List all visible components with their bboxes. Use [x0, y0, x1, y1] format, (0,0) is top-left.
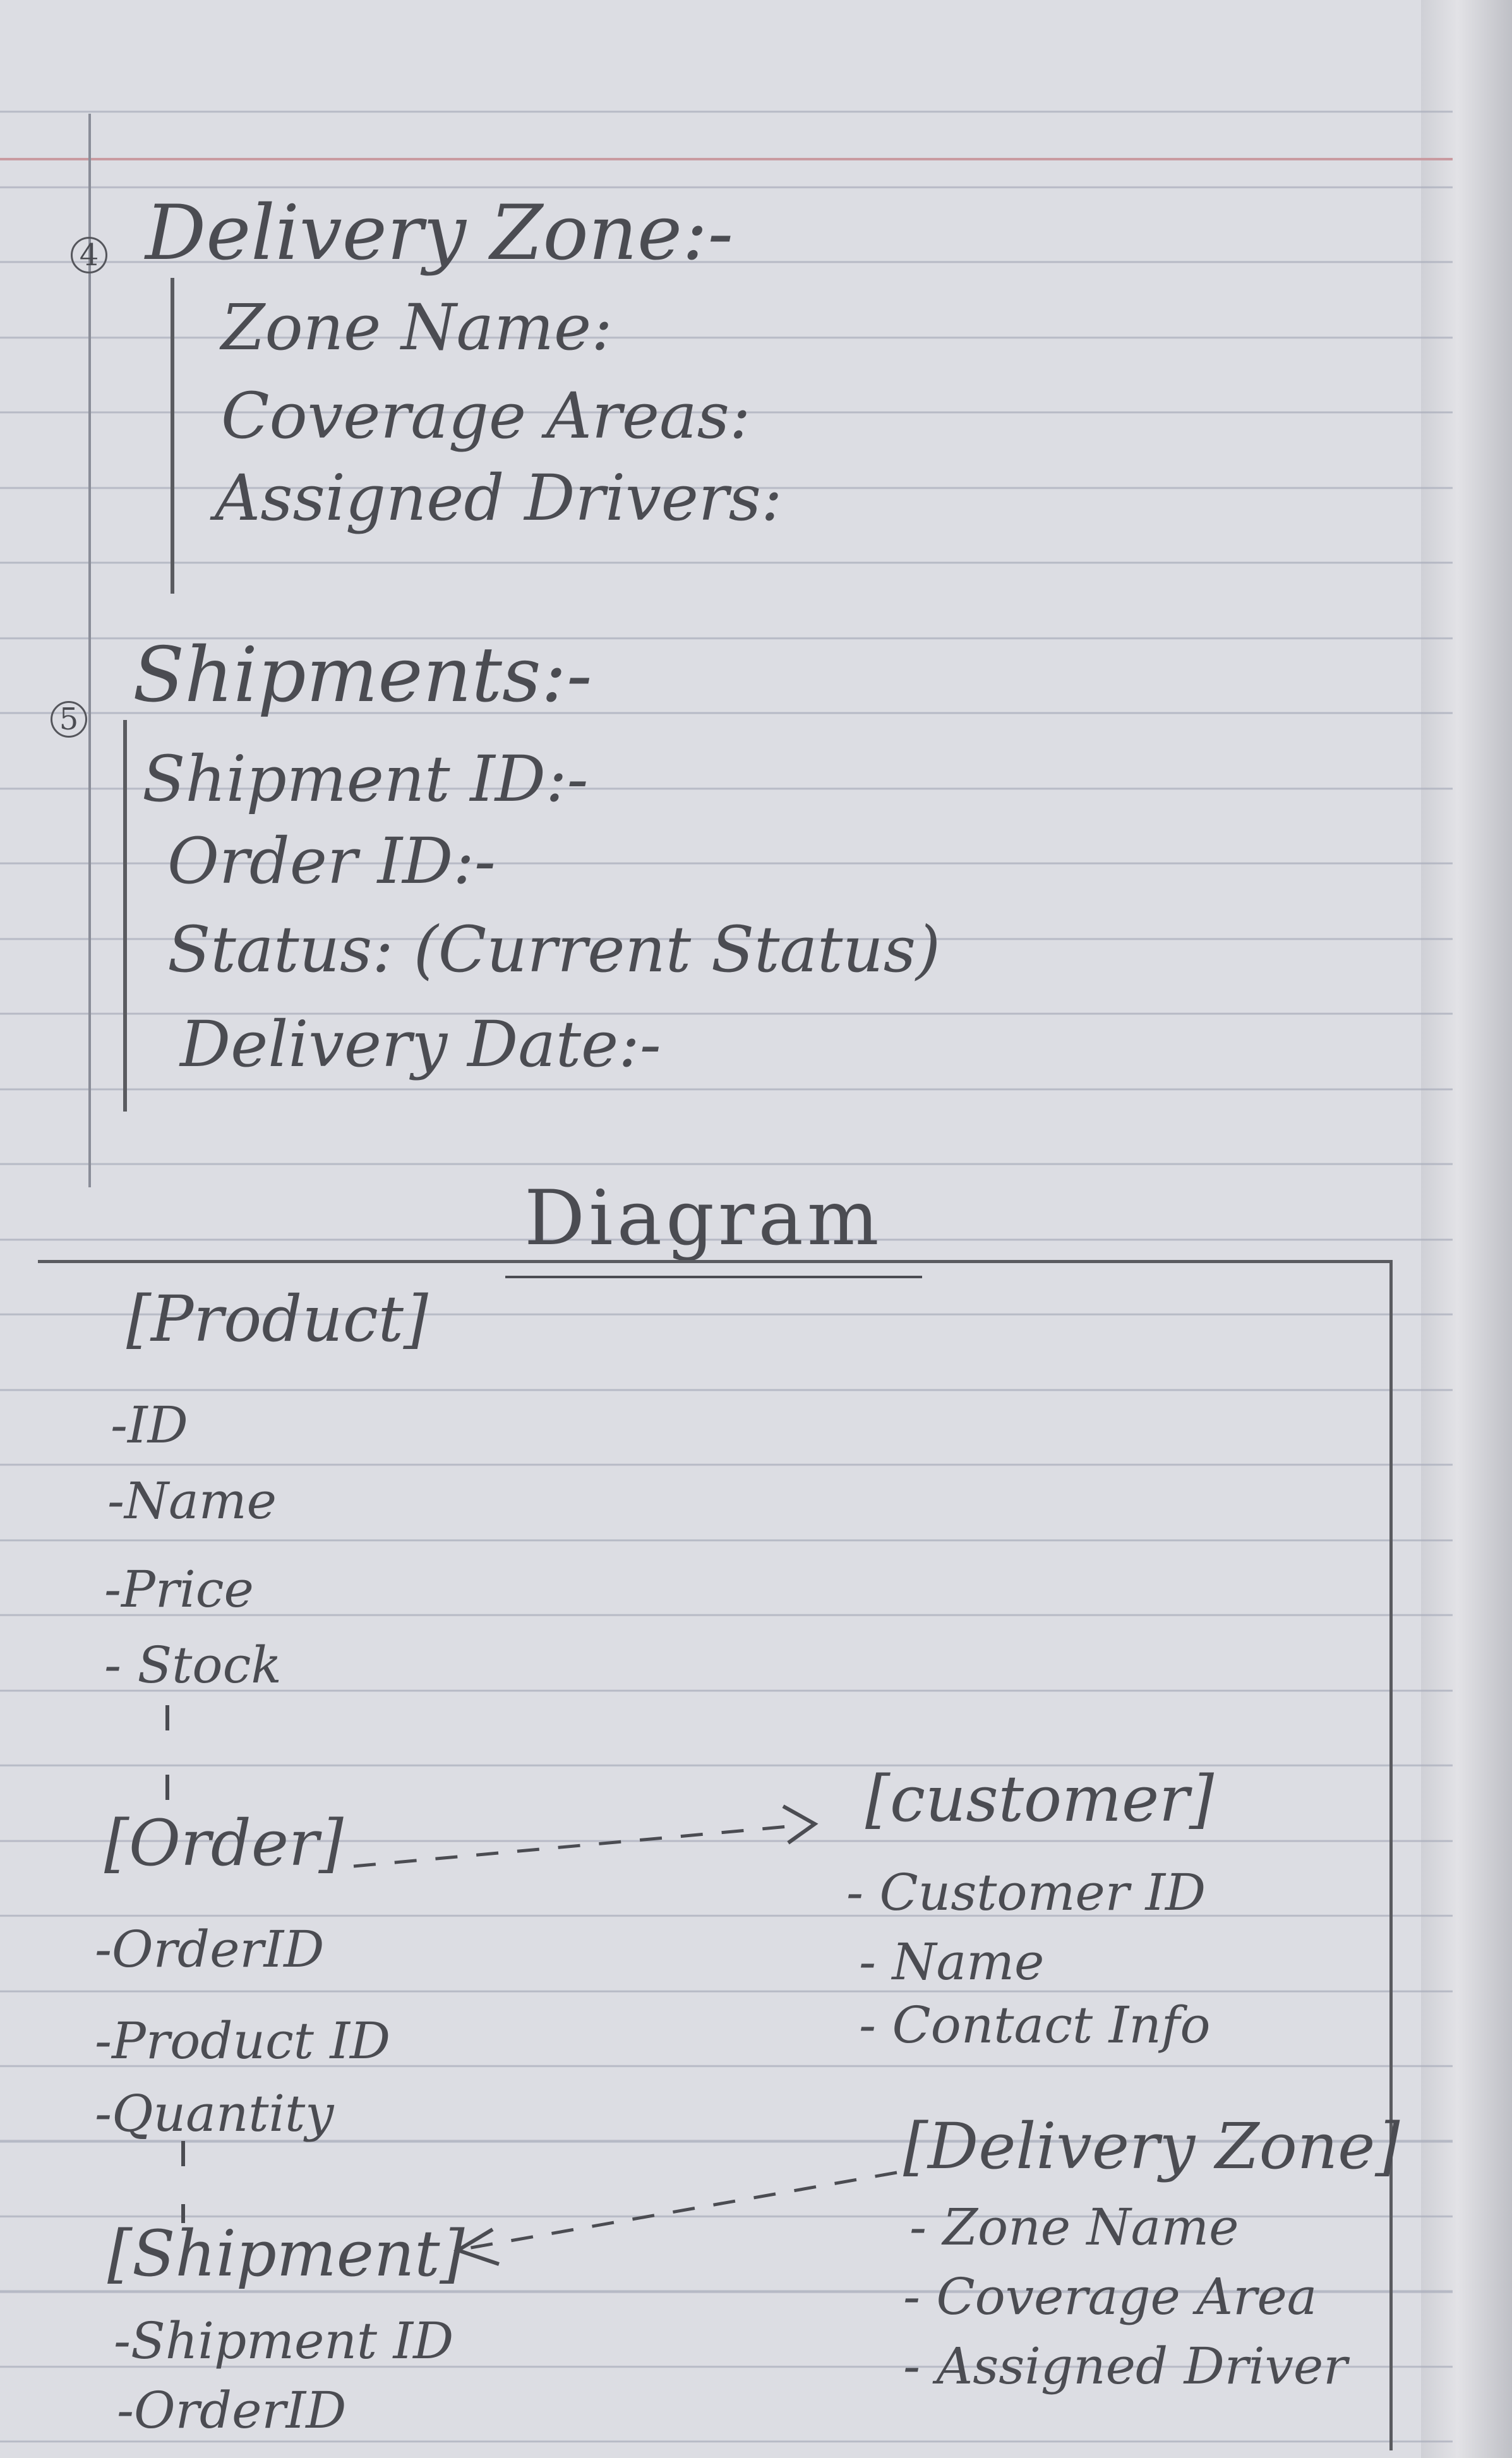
left-margin-line — [88, 114, 91, 1187]
diagram-heading: Diagram — [524, 1175, 883, 1262]
order-entity-title: [Order] — [104, 1806, 344, 1880]
delivery-zone-entity-title: [Delivery Zone] — [903, 2109, 1400, 2183]
delivery-zone-to-shipment-connector — [467, 2171, 897, 2250]
top-margin-line — [0, 158, 1453, 160]
ruled-lines — [0, 0, 1453, 2458]
delivery-zone-to-shipment-arrowhead — [453, 2227, 500, 2266]
order-field-quantity: -Quantity — [95, 2084, 334, 2143]
section-4-bracket — [171, 278, 174, 594]
order-to-customer-connector — [353, 1823, 803, 1868]
section-4-title: Delivery Zone:- — [145, 189, 733, 277]
section-5-bracket — [123, 720, 127, 1112]
shipment-entity-title: [Shipment] — [107, 2217, 465, 2291]
diagram-frame — [38, 1260, 1393, 2450]
order-to-customer-arrowhead — [782, 1804, 819, 1845]
delivery-zone-field-name: - Zone Name — [909, 2198, 1239, 2257]
section-4-field-3: Assigned Drivers: — [215, 461, 783, 535]
product-field-price: -Price — [104, 1560, 254, 1619]
order-field-productid: -Product ID — [95, 2011, 391, 2070]
section-4-number: 4 — [71, 237, 107, 273]
diagram-heading-underline-2 — [505, 1276, 922, 1278]
product-field-stock: - Stock — [104, 1636, 282, 1694]
section-4-field-1: Zone Name: — [221, 291, 613, 364]
customer-field-id: - Customer ID — [846, 1863, 1206, 1922]
product-field-id: -ID — [111, 1396, 188, 1454]
product-field-name: -Name — [107, 1472, 277, 1530]
customer-field-name: - Name — [859, 1933, 1045, 1991]
customer-field-contact: - Contact Info — [859, 1996, 1211, 2054]
section-4-field-2: Coverage Areas: — [221, 379, 751, 453]
shipment-field-orderid: -OrderID — [117, 2381, 347, 2440]
shipment-field-id: -Shipment ID — [114, 2311, 454, 2370]
delivery-zone-field-coverage: - Coverage Area — [903, 2267, 1317, 2326]
product-entity-title: [Product] — [126, 1282, 428, 1356]
delivery-zone-field-driver: - Assigned Driver — [903, 2337, 1348, 2395]
section-5-field-4: Delivery Date:- — [180, 1007, 661, 1081]
section-5-number: 5 — [51, 701, 87, 738]
section-5-field-3: Status: (Current Status) — [167, 913, 941, 986]
order-field-orderid: -OrderID — [95, 1920, 325, 1979]
section-5-title: Shipments:- — [133, 632, 592, 719]
section-5-field-2: Order ID:- — [167, 824, 496, 898]
section-5-field-1: Shipment ID:- — [142, 742, 589, 816]
customer-entity-title: [customer] — [865, 1762, 1214, 1836]
